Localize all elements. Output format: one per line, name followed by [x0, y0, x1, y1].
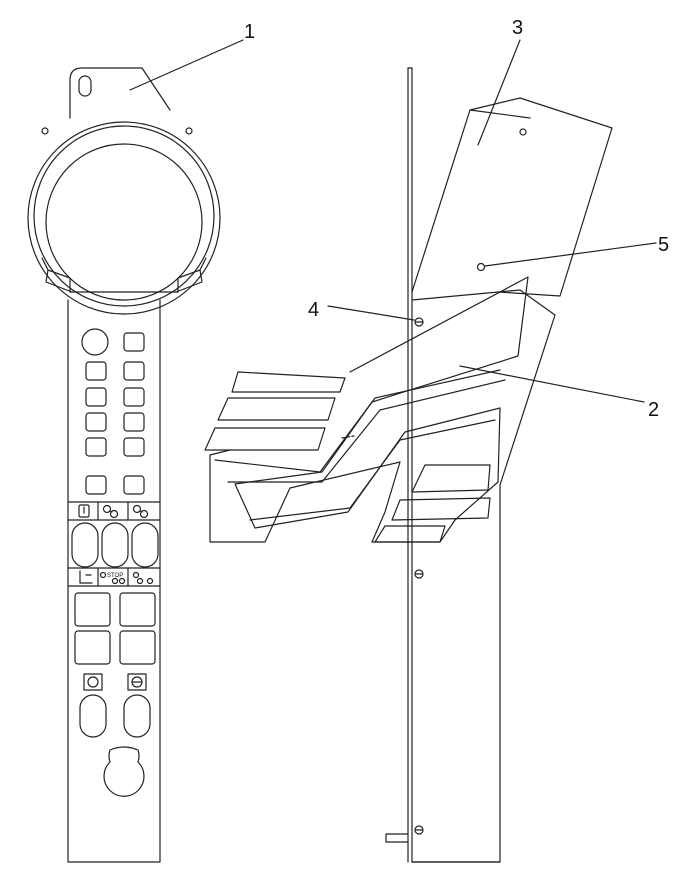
- leader-1: [129, 39, 244, 91]
- bottom-pin: [385, 833, 409, 843]
- screw-5: [476, 262, 486, 272]
- leader-3: [477, 39, 521, 146]
- square-button[interactable]: [123, 437, 145, 457]
- callout-2: 2: [648, 399, 659, 421]
- round-button[interactable]: [81, 328, 109, 356]
- leader-4: [327, 305, 415, 321]
- stop-label: STOP: [107, 573, 123, 579]
- spin-icon: [111, 577, 119, 585]
- handle-body: [67, 299, 161, 863]
- tall-button[interactable]: [131, 522, 159, 568]
- side-body: [411, 289, 556, 863]
- badge-left: [83, 673, 103, 691]
- label-tab-3: [374, 525, 446, 543]
- leader-2: [459, 365, 645, 403]
- hanging-tab: [69, 67, 171, 119]
- inner-ring: [33, 125, 215, 307]
- cover-screw: [519, 128, 527, 136]
- large-button[interactable]: [119, 630, 156, 665]
- outer-ring: [27, 121, 221, 315]
- plate-screw: [414, 825, 424, 835]
- label-band-1: [231, 371, 346, 393]
- callout-3: 3: [512, 17, 523, 39]
- spin-icon: [131, 676, 143, 688]
- square-button[interactable]: [85, 361, 107, 381]
- fan-icon: [132, 504, 149, 519]
- oval-button[interactable]: [123, 694, 151, 738]
- label-tab-1: [411, 464, 491, 493]
- square-button[interactable]: [123, 387, 145, 407]
- side-view: [204, 67, 613, 863]
- oval-button[interactable]: [79, 694, 107, 738]
- label-panel: [209, 276, 529, 543]
- spin-icon: [87, 676, 99, 688]
- lamp-icon: [78, 504, 90, 518]
- stop-icon: [99, 571, 107, 579]
- ring-screw-right: [185, 127, 193, 135]
- callout-5: 5: [658, 234, 669, 256]
- spin-icon: [118, 577, 126, 585]
- large-button[interactable]: [74, 630, 111, 665]
- ring-screw-left: [41, 127, 49, 135]
- callout-labels: 1 2 3 4 5: [244, 17, 669, 421]
- emergency-stop-icon[interactable]: [103, 746, 145, 797]
- square-button[interactable]: [85, 412, 107, 432]
- label-tab-2: [391, 497, 491, 521]
- large-button[interactable]: [119, 592, 156, 627]
- square-button[interactable]: [85, 387, 107, 407]
- tall-button[interactable]: [101, 522, 129, 568]
- callout-leaders: [129, 39, 657, 403]
- callout-4: 4: [308, 299, 319, 321]
- badge-right: [127, 673, 147, 691]
- label-chevron: [214, 369, 506, 521]
- square-button[interactable]: [123, 475, 145, 495]
- ring-opening: [45, 143, 203, 301]
- square-button[interactable]: [123, 361, 145, 381]
- label-band-3: [204, 427, 326, 451]
- icon-strip-lower: STOP: [67, 567, 161, 587]
- plate-screw: [414, 569, 424, 579]
- tall-button[interactable]: [71, 522, 99, 568]
- icon-strip-upper: [67, 501, 161, 521]
- front-view: STOP: [27, 67, 221, 863]
- square-button[interactable]: [123, 412, 145, 432]
- square-button[interactable]: [85, 475, 107, 495]
- square-button[interactable]: [85, 437, 107, 457]
- callout-1: 1: [244, 21, 255, 43]
- scale-icon: [79, 570, 93, 584]
- large-button[interactable]: [74, 592, 111, 627]
- leader-5: [484, 242, 657, 267]
- fan-icon: [102, 504, 119, 519]
- screw-4: [414, 317, 424, 327]
- ring-clip-left: [41, 257, 73, 293]
- ring-clip-right: [175, 257, 207, 293]
- label-band-2: [217, 397, 336, 421]
- top-cover: [411, 97, 613, 297]
- hanging-slot: [78, 75, 92, 97]
- button-grid: [85, 332, 145, 495]
- square-button[interactable]: [123, 332, 145, 352]
